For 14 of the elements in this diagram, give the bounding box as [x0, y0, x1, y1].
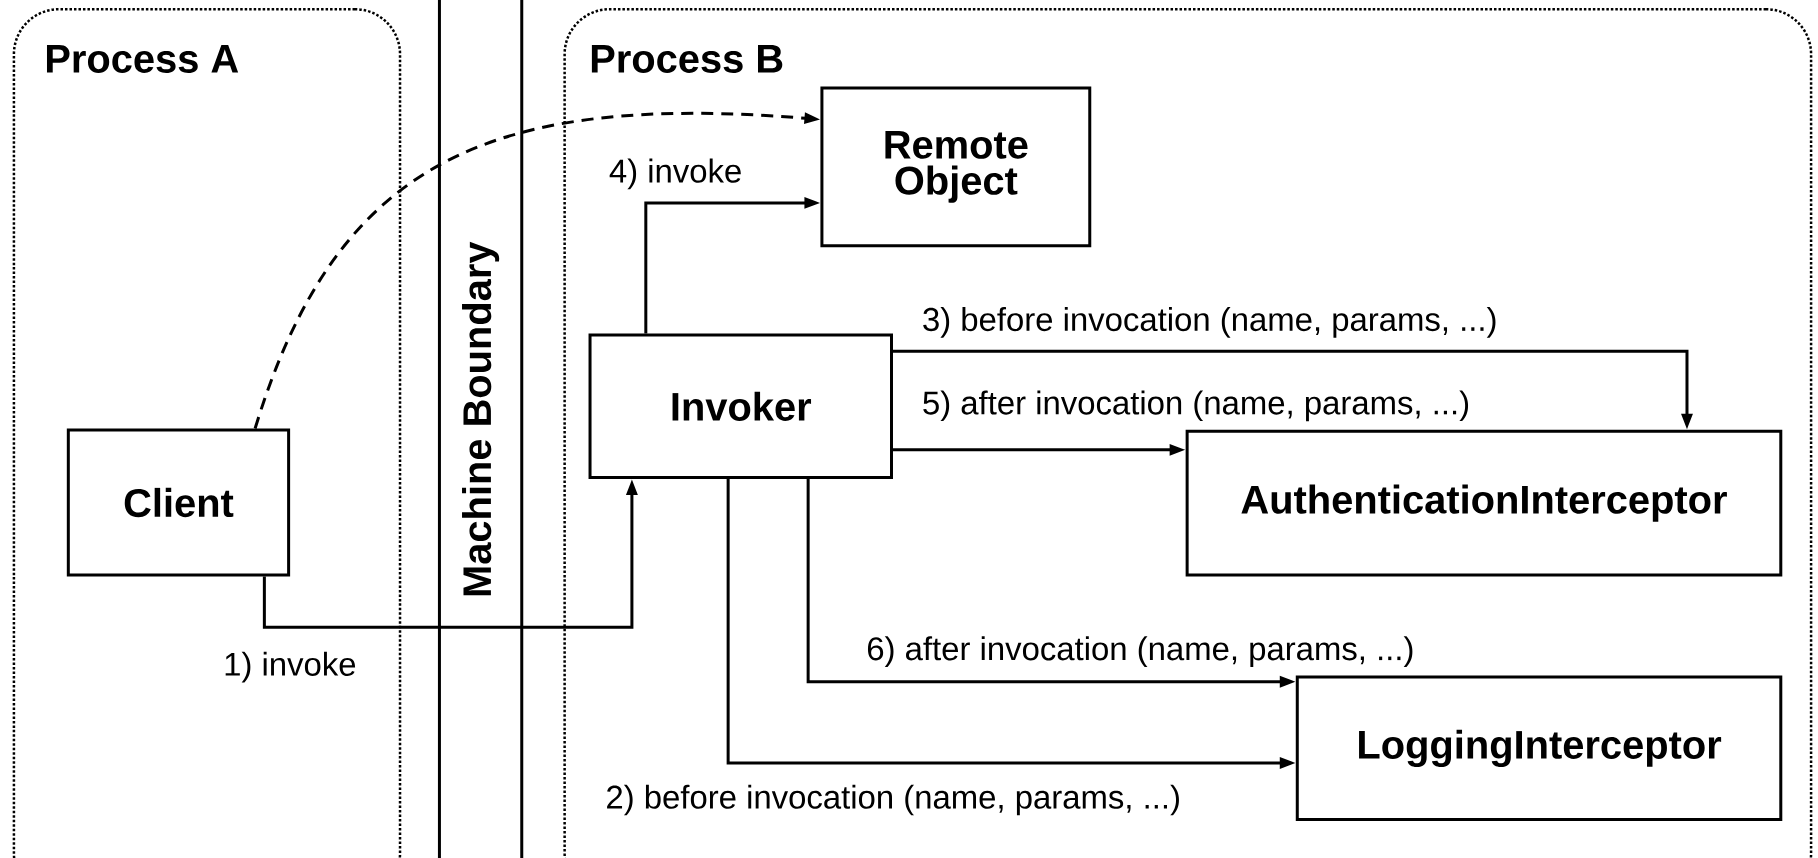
region-heading: Process B [591, 45, 783, 73]
edge-label: 2) before invocation (name, params, ...) [607, 784, 1179, 816]
component-box: Client [66, 428, 291, 577]
edge-label: 4) invoke [609, 158, 741, 190]
edge-label: 3) before invocation (name, params, ...) [923, 307, 1496, 338]
component-box: LoggingInterceptor [1295, 675, 1783, 822]
edge-label: 5) after invocation (name, params, ...) [923, 390, 1469, 422]
component-box: AuthenticationInterceptor [1185, 429, 1783, 577]
boundary-label: Machine Boundary [462, 241, 500, 596]
component-box: Remote Object [820, 86, 1092, 248]
component-box: Invoker [588, 333, 893, 480]
edge-label: 6) after invocation (name, params, ...) [867, 636, 1413, 667]
edge-label: 1) invoke [225, 651, 356, 683]
region-heading: Process A [47, 45, 239, 73]
